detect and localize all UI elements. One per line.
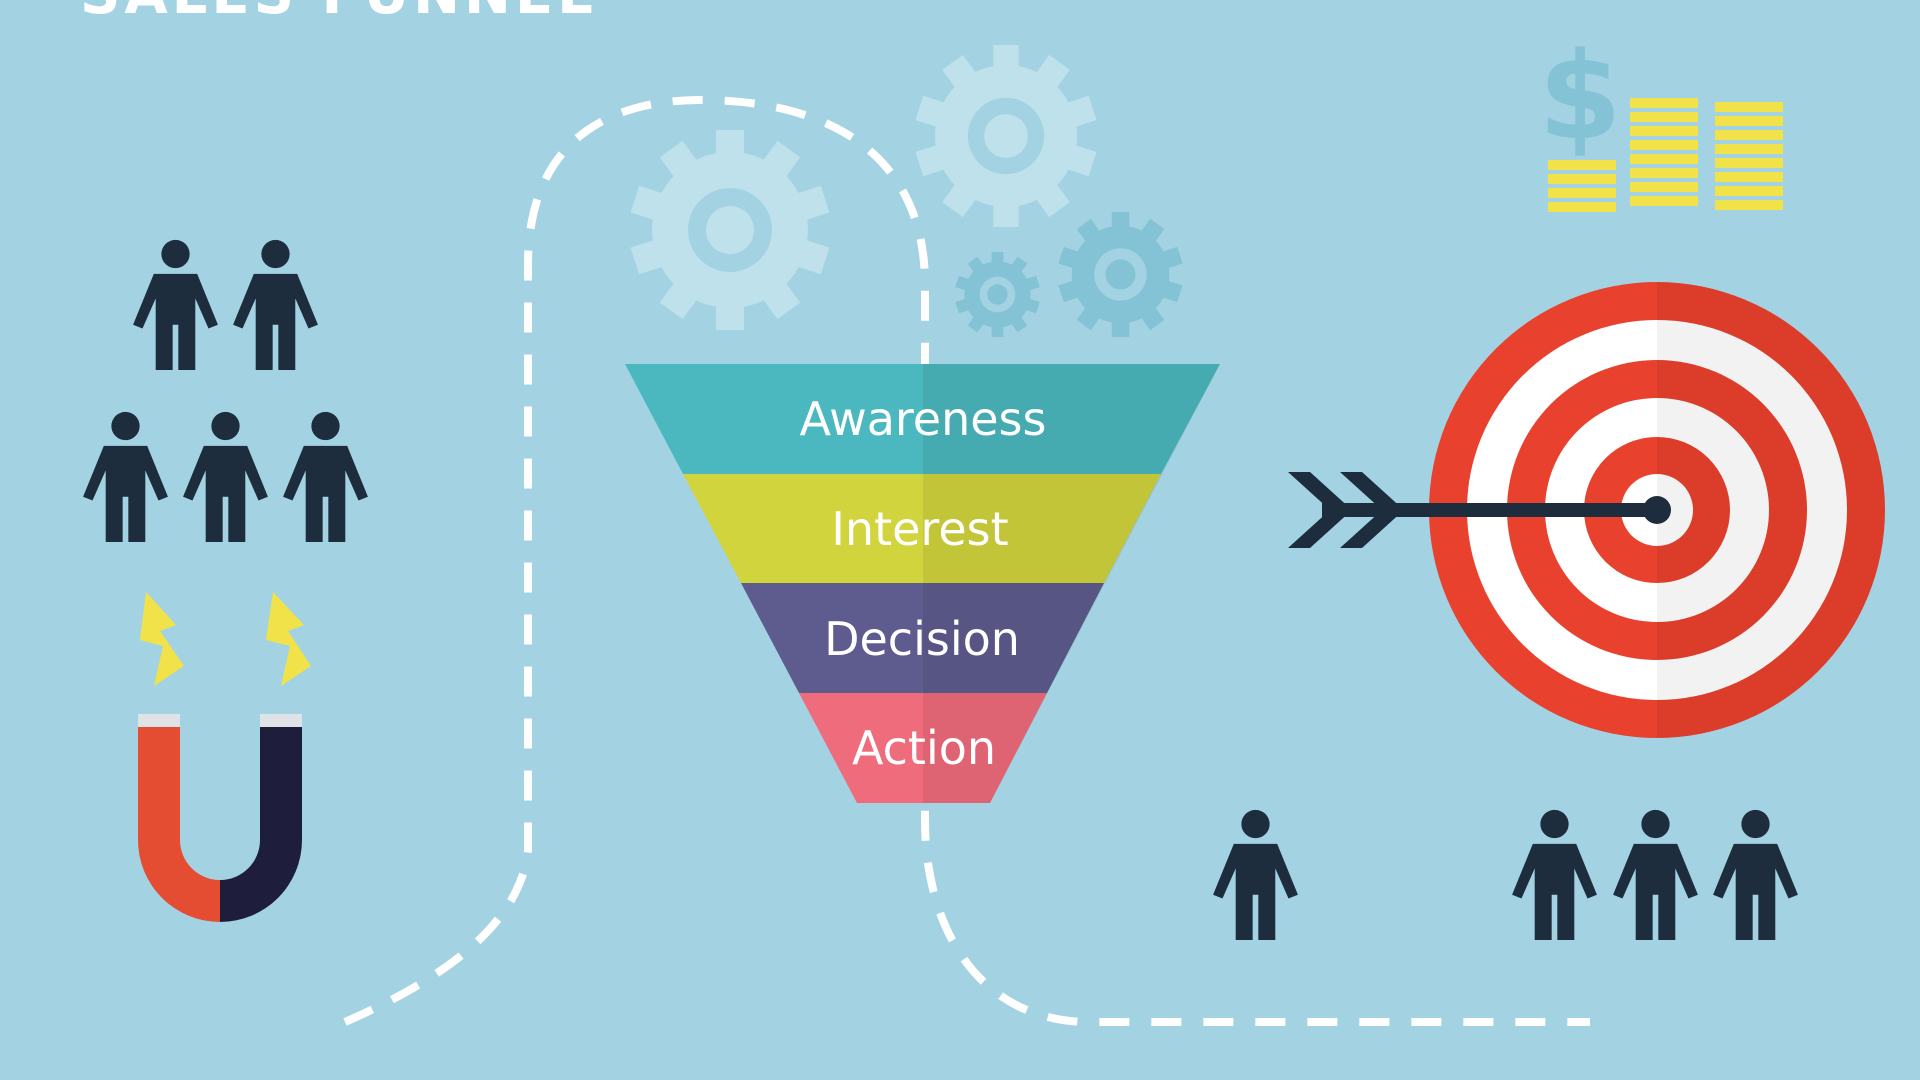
crowd-group	[83, 239, 368, 542]
lightning-icon	[266, 592, 311, 686]
svg-text:$: $	[1538, 28, 1622, 167]
magnet-icon	[138, 714, 302, 922]
converted-people-group	[1213, 809, 1798, 940]
person-icon	[1613, 809, 1698, 940]
coin-stack-icon	[1630, 98, 1698, 206]
dashed-flow-path	[343, 95, 1590, 1026]
person-icon	[283, 411, 368, 542]
person-icon	[1713, 809, 1798, 940]
funnel-stage-awareness	[625, 364, 1220, 474]
funnel-label-action: Action	[852, 721, 996, 775]
lightning-icon	[140, 592, 184, 686]
coin-stack-icon	[1715, 102, 1783, 210]
funnel-stage-interest	[683, 474, 1161, 583]
person-icon	[1213, 809, 1298, 940]
dollar-icon: $	[1538, 28, 1622, 167]
funnel-label-awareness: Awareness	[799, 392, 1046, 446]
infographic-title: SALES FUNNEL	[80, 0, 597, 27]
person-icon	[233, 239, 318, 370]
funnel-stage-action	[799, 693, 1047, 803]
gear-icon	[955, 252, 1040, 337]
gear-icon	[630, 130, 830, 330]
gear-icon	[1058, 212, 1183, 337]
person-icon	[1512, 809, 1597, 940]
funnel-stage-decision	[741, 583, 1104, 693]
person-icon	[133, 239, 218, 370]
coin-stack-icon	[1548, 160, 1616, 212]
funnel-label-interest: Interest	[831, 502, 1008, 556]
funnel-icon: Awareness Interest Decision Action	[625, 364, 1220, 803]
gear-icon	[915, 45, 1097, 227]
person-icon	[183, 411, 268, 542]
funnel-label-decision: Decision	[824, 612, 1020, 666]
person-icon	[83, 411, 168, 542]
arrow-icon	[1288, 472, 1671, 548]
funnel-shade	[923, 364, 1220, 803]
